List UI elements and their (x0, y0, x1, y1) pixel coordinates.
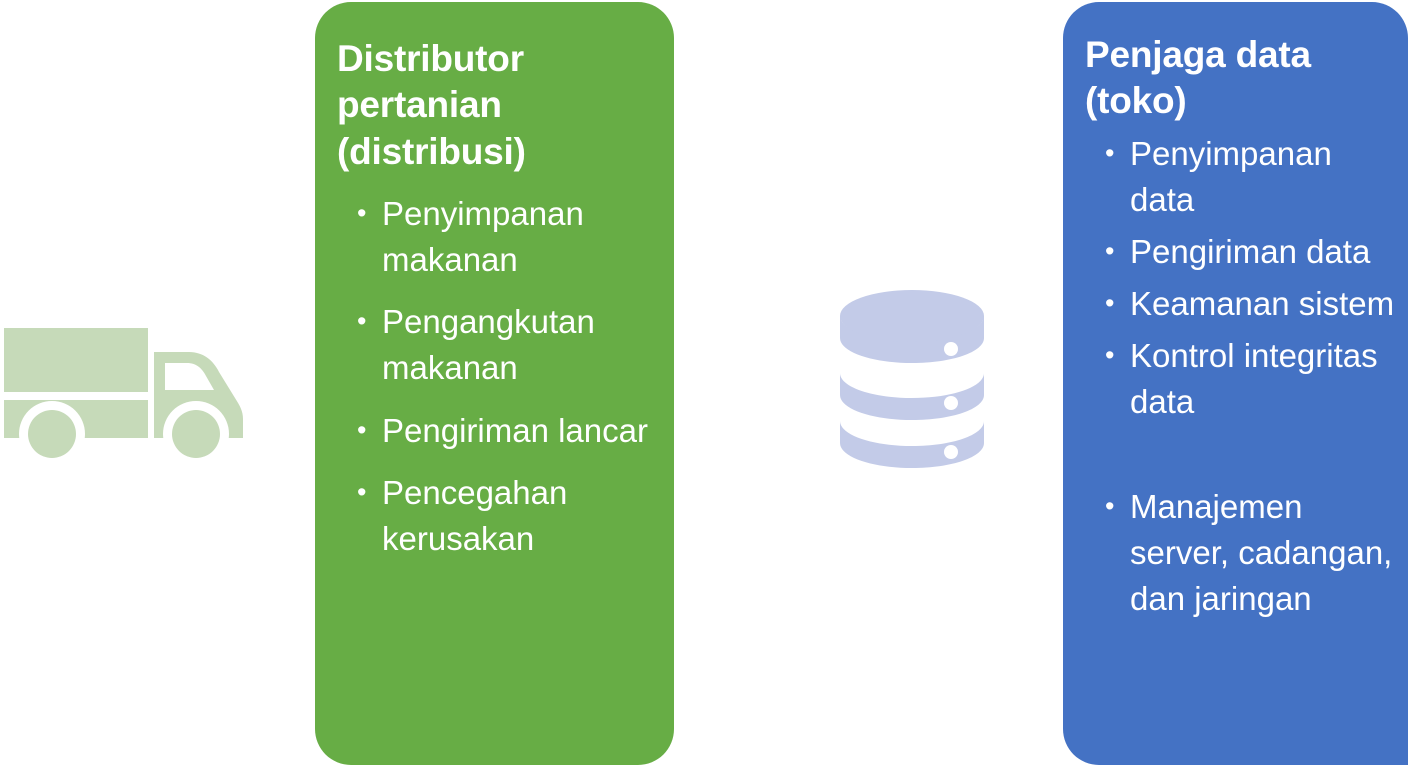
distributor-bullet-list: Penyimpanan makanan Pengangkutan makanan… (337, 191, 660, 562)
truck-icon (0, 318, 250, 470)
list-item: Pengangkutan makanan (337, 299, 660, 391)
distributor-card: Distributor pertanian (distribusi) Penyi… (315, 2, 674, 765)
list-item: Penyimpanan data (1085, 131, 1398, 223)
list-item: Pengiriman lancar (337, 408, 660, 454)
database-icon (836, 281, 988, 481)
list-item: Kontrol integritas data (1085, 333, 1398, 425)
list-item-spacer (1085, 432, 1398, 478)
data-keeper-card-title: Penjaga data (toko) (1085, 34, 1311, 122)
list-item: Pencegahan kerusakan (337, 470, 660, 562)
list-item: Keamanan sistem (1085, 281, 1398, 327)
list-item: Manajemen server, cadangan, dan jaringan (1085, 484, 1398, 623)
distributor-card-title: Distributor pertanian (distribusi) (337, 38, 526, 172)
list-item: Pengiriman data (1085, 229, 1398, 275)
list-item: Penyimpanan makanan (337, 191, 660, 283)
data-keeper-bullet-list: Penyimpanan data Pengiriman data Keamana… (1085, 131, 1398, 623)
data-keeper-card: Penjaga data (toko) Penyimpanan data Pen… (1063, 2, 1408, 765)
